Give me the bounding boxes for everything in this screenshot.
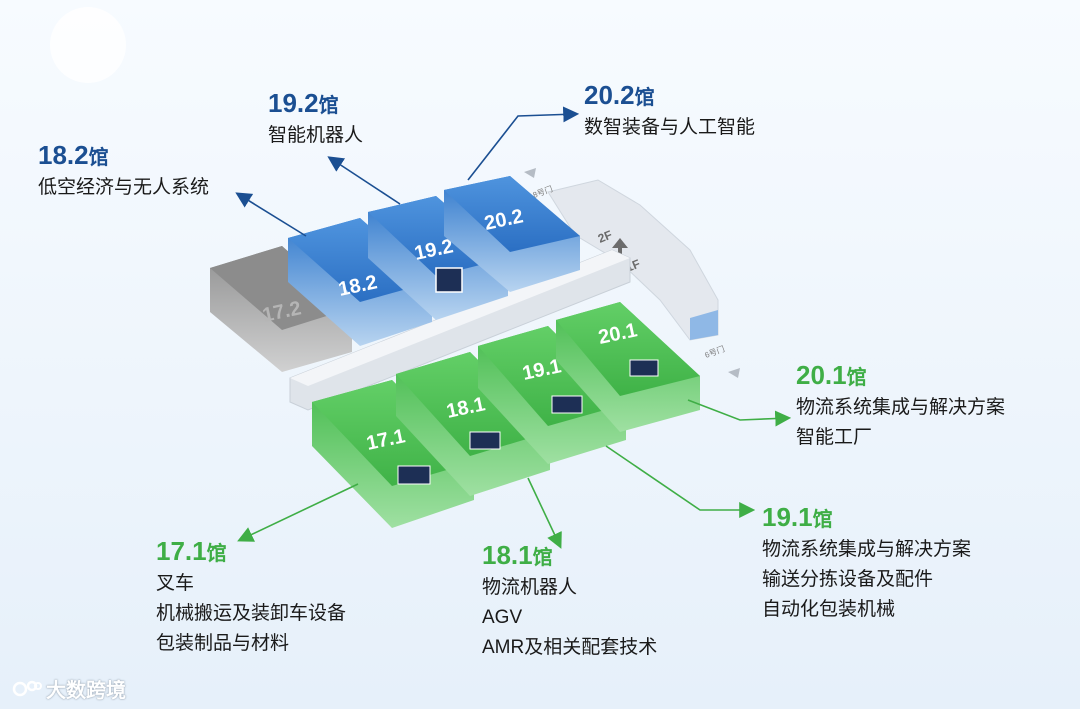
callout-20-1-line-2: 智能工厂: [796, 427, 873, 448]
hall-19-2[interactable]: 19.2: [368, 196, 508, 320]
leader-19-1: [605, 445, 756, 518]
callout-18-1-line-2: AGV: [482, 607, 523, 628]
leader-19-2: [327, 156, 401, 205]
hall-17-1[interactable]: 17.1: [312, 380, 474, 528]
hall-18-1[interactable]: 18.1: [396, 352, 550, 496]
hall-19-1[interactable]: 19.1: [478, 326, 626, 464]
leader-18-1: [527, 477, 562, 549]
callout-20-2: 20.2馆 数智装备与人工智能: [584, 80, 755, 143]
callout-19-1-title: 19.1馆: [762, 502, 833, 532]
exhibition-logo-icon: [551, 395, 583, 414]
leader-18-2: [235, 192, 307, 237]
callout-20-2-line: 数智装备与人工智能: [584, 117, 756, 138]
hall-20-2[interactable]: 20.2: [444, 176, 580, 292]
callout-19-1-line-3: 自动化包装机械: [762, 599, 896, 620]
leader-20-2: [467, 106, 580, 181]
leader-17-1: [237, 483, 359, 542]
callout-17-1: 17.1馆 叉车 机械搬运及装卸车设备 包装制品与材料: [156, 536, 346, 659]
callout-18-2: 18.2馆 低空经济与无人系统: [38, 140, 209, 203]
callout-19-1-line-2: 输送分拣设备及配件: [762, 569, 934, 590]
callout-19-1: 19.1馆 物流系统集成与解决方案 输送分拣设备及配件 自动化包装机械: [762, 502, 971, 625]
callout-20-1-line-1: 物流系统集成与解决方案: [796, 397, 1006, 418]
callout-17-1-line-3: 包装制品与材料: [156, 633, 290, 654]
callout-17-1-line-2: 机械搬运及装卸车设备: [156, 603, 347, 624]
escalator-ramp: 2F 1F 8号门 6号门: [524, 168, 740, 378]
callout-18-1-line-1: 物流机器人: [482, 577, 578, 598]
callout-19-2: 19.2馆 智能机器人: [268, 88, 363, 151]
exhibition-logo-icon: [629, 359, 659, 377]
callout-17-1-title: 17.1馆: [156, 536, 227, 566]
exhibition-logo-icon: [469, 431, 501, 450]
callout-18-1-line-3: AMR及相关配套技术: [482, 637, 658, 658]
callout-19-1-line-1: 物流系统集成与解决方案: [762, 539, 972, 560]
callout-19-2-line: 智能机器人: [268, 125, 364, 146]
watermark-text: 大数跨境: [46, 680, 126, 702]
callout-17-1-line-1: 叉车: [156, 573, 195, 594]
callout-18-1: 18.1馆 物流机器人 AGV AMR及相关配套技术: [482, 540, 657, 663]
gate-upper-arrow-icon: [524, 168, 536, 178]
up-arrow-icon: [612, 238, 628, 248]
exhibition-logo-icon: [397, 465, 431, 485]
callout-20-1: 20.1馆 物流系统集成与解决方案 智能工厂: [796, 360, 1005, 453]
leader-20-1: [687, 399, 792, 427]
callout-20-1-title: 20.1馆: [796, 360, 867, 390]
callout-20-2-title: 20.2馆: [584, 80, 655, 110]
gate-lower-arrow-icon: [728, 368, 740, 378]
gate-lower-label: 6号门: [703, 343, 726, 359]
callout-18-2-line: 低空经济与无人系统: [38, 177, 210, 198]
floor-2f-label: 2F: [596, 228, 614, 246]
hall-20-1[interactable]: 20.1: [556, 302, 700, 432]
callout-19-2-title: 19.2馆: [268, 88, 339, 118]
exhibition-logo-icon: [435, 267, 463, 293]
watermark: 大数跨境: [12, 674, 126, 703]
watermark-logo-icon: [12, 680, 42, 696]
glow-decoration: [50, 7, 126, 83]
callout-18-2-title: 18.2馆: [38, 140, 109, 170]
callout-18-1-title: 18.1馆: [482, 540, 553, 570]
